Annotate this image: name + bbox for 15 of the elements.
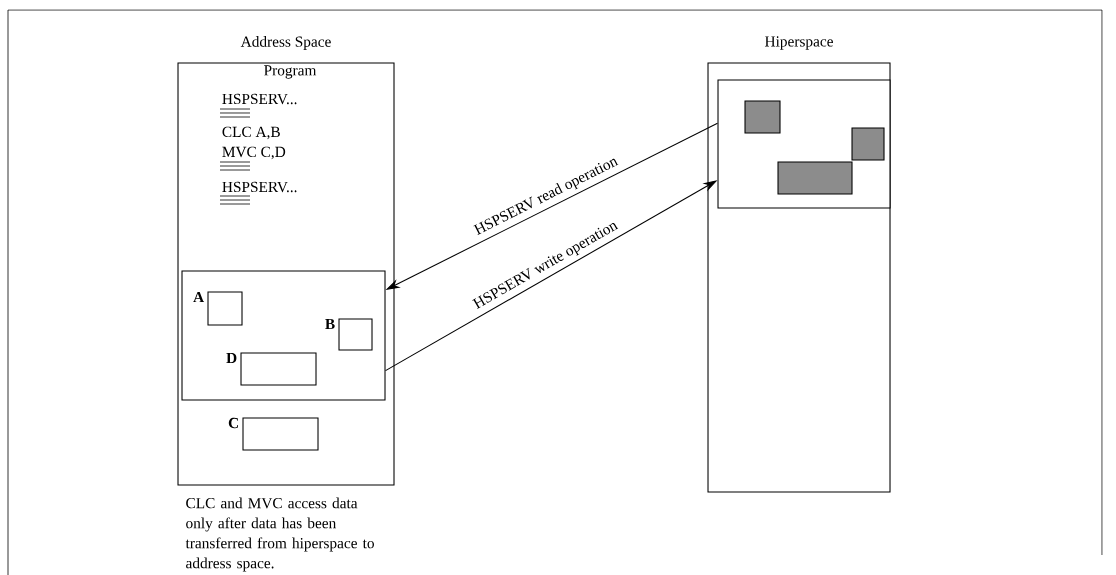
code-line: MVC C,D bbox=[222, 146, 286, 160]
data-block bbox=[851, 127, 885, 161]
node-label: CLC and MVC access data only after data has been transferred from hiperspace to address space. bbox=[185, 497, 374, 572]
box-title: Address Space bbox=[240, 36, 331, 50]
box-heading: Program bbox=[264, 65, 317, 79]
box-title: Hiperspace bbox=[764, 36, 833, 50]
data-block bbox=[777, 161, 853, 195]
code-line: CLC A,B bbox=[222, 126, 280, 140]
code-line: HSPSERV... bbox=[222, 93, 297, 105]
field-letter: D bbox=[226, 352, 237, 364]
code-line: HSPSERV... bbox=[222, 181, 297, 193]
field-letter: B bbox=[325, 318, 335, 330]
data-block bbox=[744, 100, 781, 134]
field-letter: A bbox=[193, 291, 204, 303]
field-letter: C bbox=[228, 417, 238, 429]
